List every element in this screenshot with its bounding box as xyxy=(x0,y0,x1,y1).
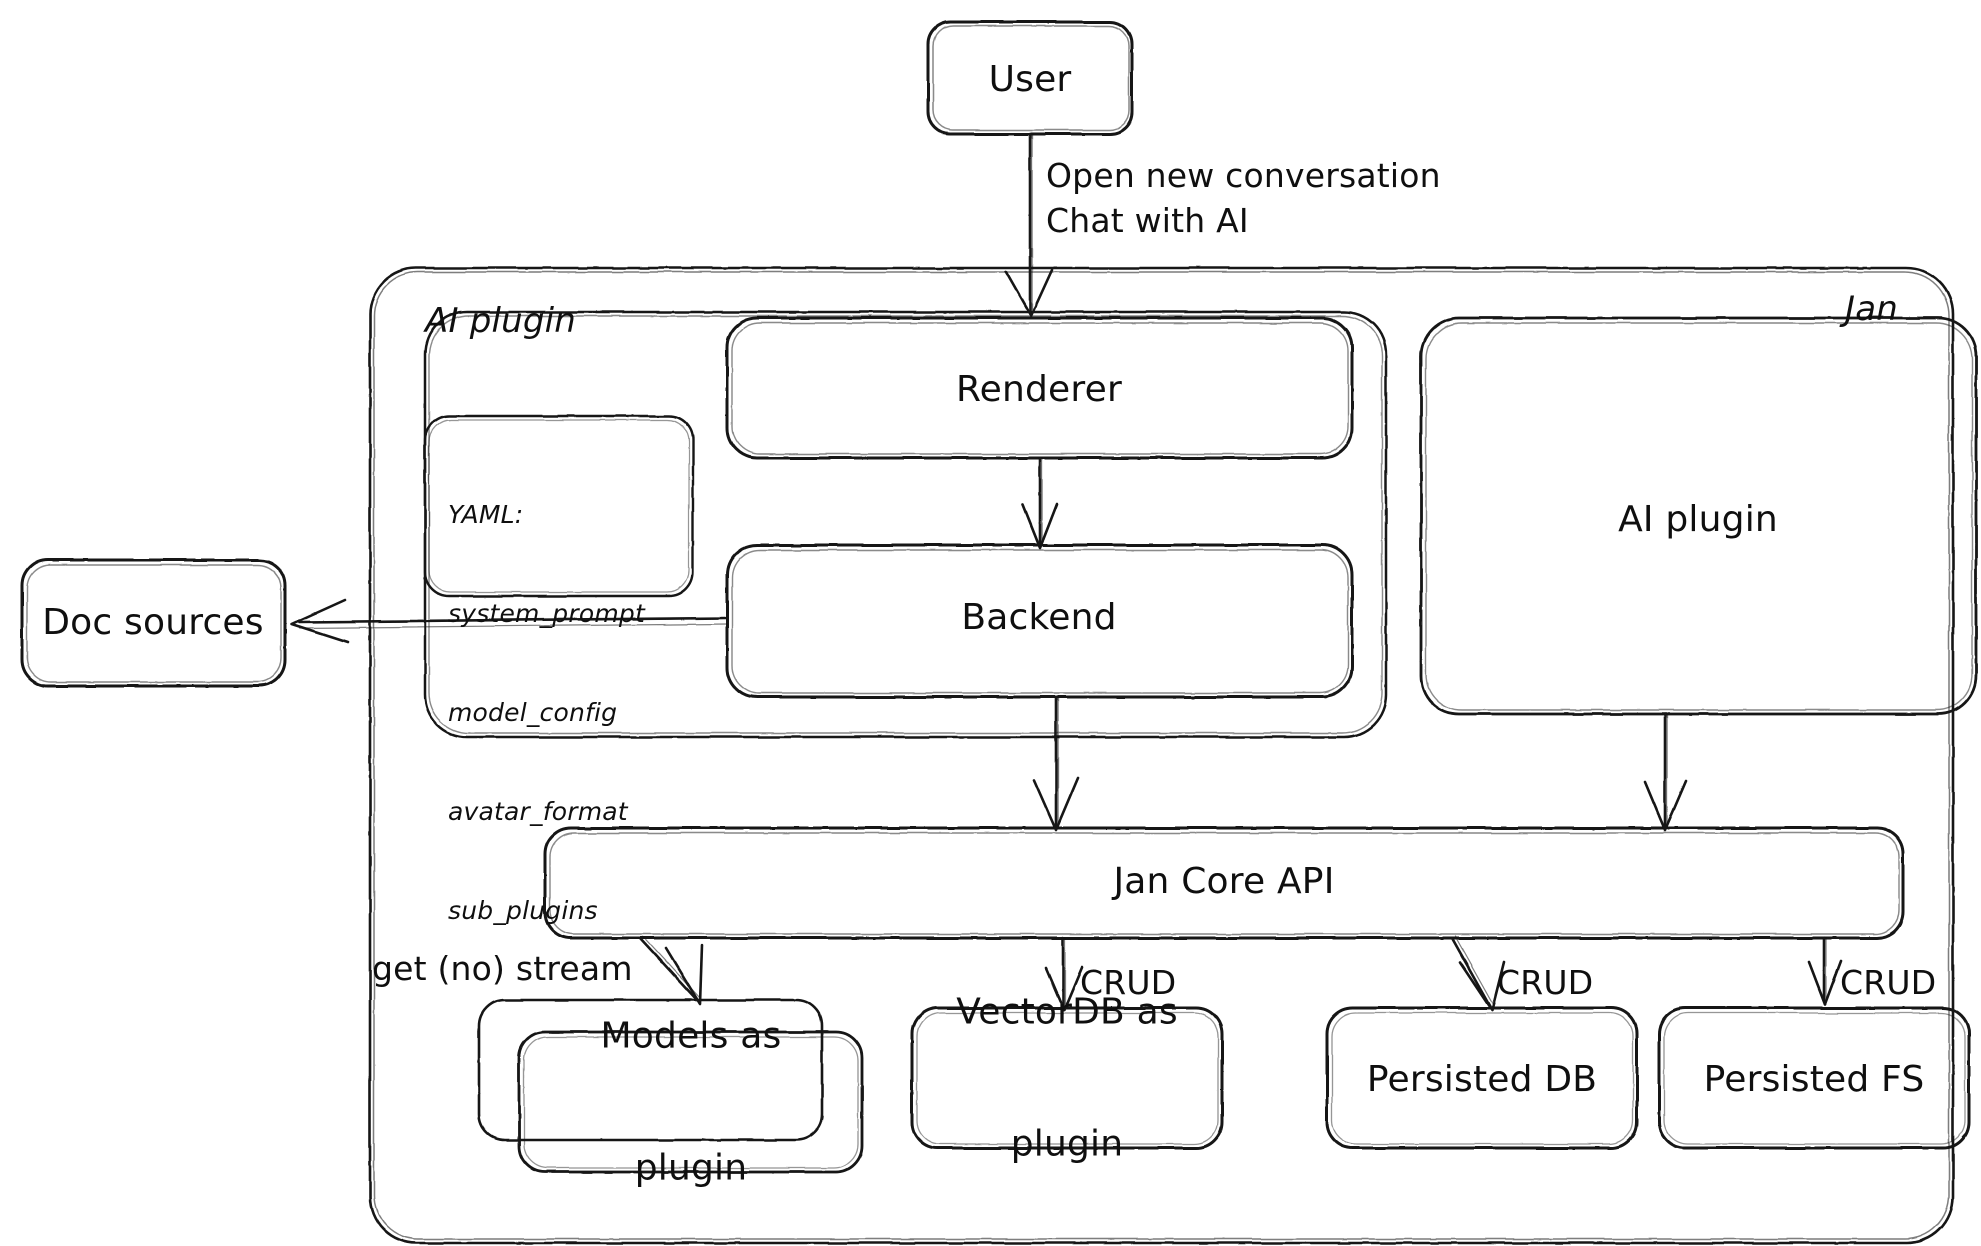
jan-core-api-bar-shape xyxy=(543,826,1905,940)
vectordb-node-label[interactable]: VectorDB as plugin xyxy=(956,902,1178,1246)
edge-user-to-renderer xyxy=(1004,132,1054,318)
jan-container-shape xyxy=(368,266,1955,1245)
yaml-title: YAML: xyxy=(448,500,524,529)
persisted-fs-box-shape xyxy=(1657,1006,1971,1150)
edge-core-api-to-persisted-fs xyxy=(1807,936,1843,1006)
jan-core-api-node-label[interactable]: Jan Core API xyxy=(1113,860,1335,902)
models-node-label-line2: plugin xyxy=(634,1146,748,1188)
renderer-node-label[interactable]: Renderer xyxy=(956,368,1122,410)
backend-node-label[interactable]: Backend xyxy=(961,596,1117,638)
edge-renderer-to-backend xyxy=(1021,456,1059,550)
yaml-key-avatar-format: avatar_format xyxy=(448,797,628,826)
edge-core-api-to-vectordb xyxy=(1044,936,1084,1012)
user-node-label[interactable]: User xyxy=(988,58,1072,100)
yaml-card-shape xyxy=(423,414,695,598)
edge-core-api-to-models xyxy=(638,935,704,1006)
ai-plugin-group-label: AI plugin xyxy=(425,301,577,341)
models-box-shape xyxy=(477,998,864,1174)
vectordb-box-shape xyxy=(910,1006,1224,1150)
edge-ai-plugin-to-core-api xyxy=(1643,712,1688,832)
edge-label-crud-vectordb: CRUD xyxy=(1080,963,1177,1002)
vectordb-node-label-line1: VectorDB as xyxy=(956,991,1178,1033)
edge-label-crud-persisted-fs: CRUD xyxy=(1840,963,1937,1002)
vectordb-node-label-line2: plugin xyxy=(1010,1122,1124,1164)
edge-label-get-no-stream: get (no) stream xyxy=(372,949,633,988)
edge-label-crud-persisted-db: CRUD xyxy=(1497,963,1594,1002)
models-node-label[interactable]: Models as plugin xyxy=(601,926,782,1246)
models-node-label-line1: Models as xyxy=(600,1015,782,1057)
yaml-key-system-prompt: system_prompt xyxy=(448,599,645,628)
ai-plugin-node-label[interactable]: AI plugin xyxy=(1618,498,1778,540)
yaml-card: YAML: system_prompt model_config avatar_… xyxy=(448,432,645,993)
doc-sources-node-label[interactable]: Doc sources xyxy=(42,601,264,643)
jan-container-label: Jan xyxy=(1844,289,1898,329)
edge-backend-to-core-api xyxy=(1032,695,1080,832)
ai-plugin-box-shape xyxy=(1419,316,1978,716)
persisted-fs-node-label[interactable]: Persisted FS xyxy=(1703,1058,1925,1100)
edge-backend-to-doc-sources xyxy=(290,598,729,644)
persisted-db-box-shape xyxy=(1325,1006,1639,1150)
edge-label-chat-with-ai: Chat with AI xyxy=(1046,201,1249,240)
edge-core-api-to-persisted-db xyxy=(1450,935,1506,1012)
yaml-key-model-config: model_config xyxy=(448,698,618,727)
yaml-key-sub-plugins: sub_plugins xyxy=(448,896,598,925)
edge-label-open-new-conversation: Open new conversation xyxy=(1046,156,1441,195)
persisted-db-node-label[interactable]: Persisted DB xyxy=(1366,1058,1598,1100)
doc-sources-box-shape xyxy=(20,558,287,688)
